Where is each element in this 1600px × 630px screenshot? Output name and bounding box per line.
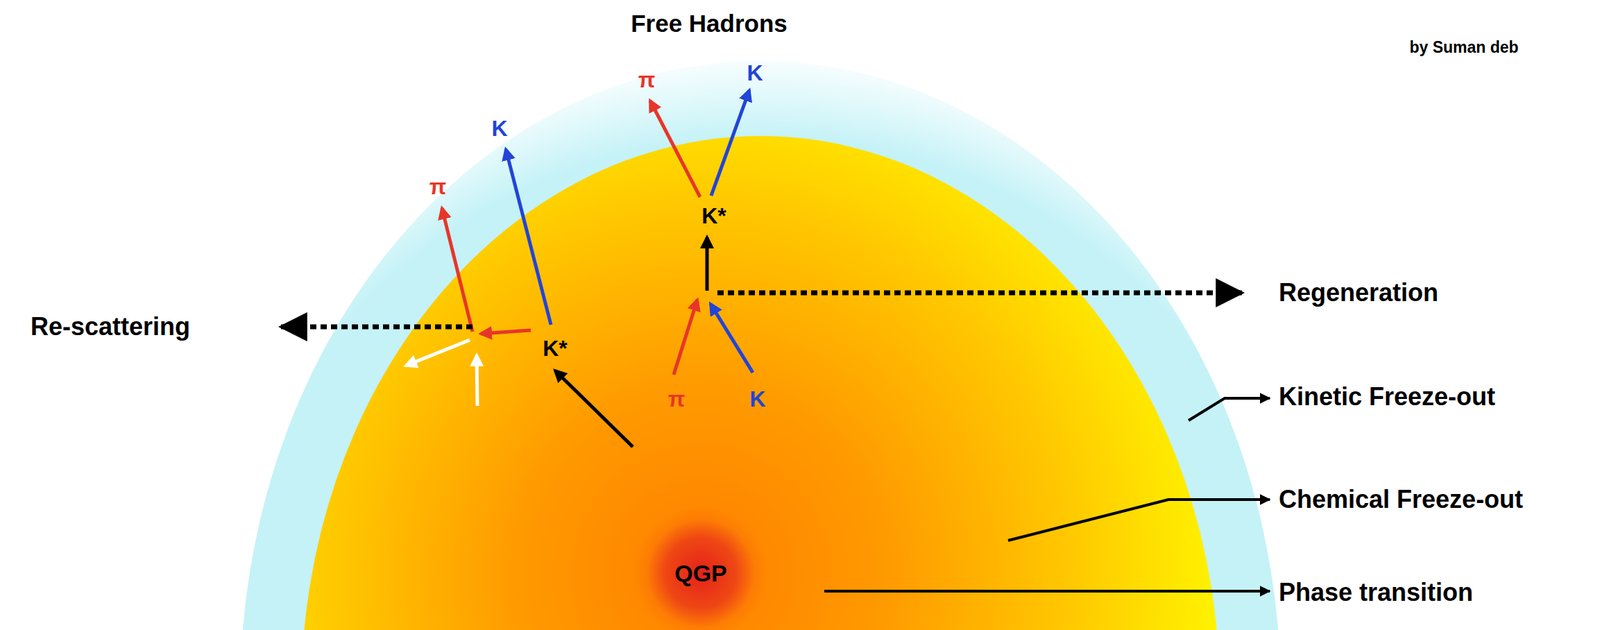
process-label: Re-scattering (30, 312, 191, 341)
stage-label: Kinetic Freeze-out (1278, 383, 1496, 411)
process-label: Regeneration (1278, 278, 1439, 307)
kaon-symbol: K (491, 116, 508, 141)
kstar-symbol: K* (542, 336, 568, 361)
kaon-symbol: K (749, 387, 766, 412)
stage-label: Phase transition (1278, 578, 1474, 607)
node-text: QGP (674, 559, 728, 587)
region-title: Free Hadrons (630, 10, 788, 38)
kstar-symbol: K* (701, 203, 727, 229)
author-credit: by Suman deb (1409, 38, 1519, 57)
pion-symbol: π (638, 67, 656, 93)
stage-label: Chemical Freeze-out (1278, 485, 1523, 514)
pion-symbol: π (668, 387, 686, 412)
pion-symbol: π (429, 174, 447, 200)
kaon-symbol: K (746, 61, 763, 86)
qgp-core: QGP (634, 507, 767, 630)
